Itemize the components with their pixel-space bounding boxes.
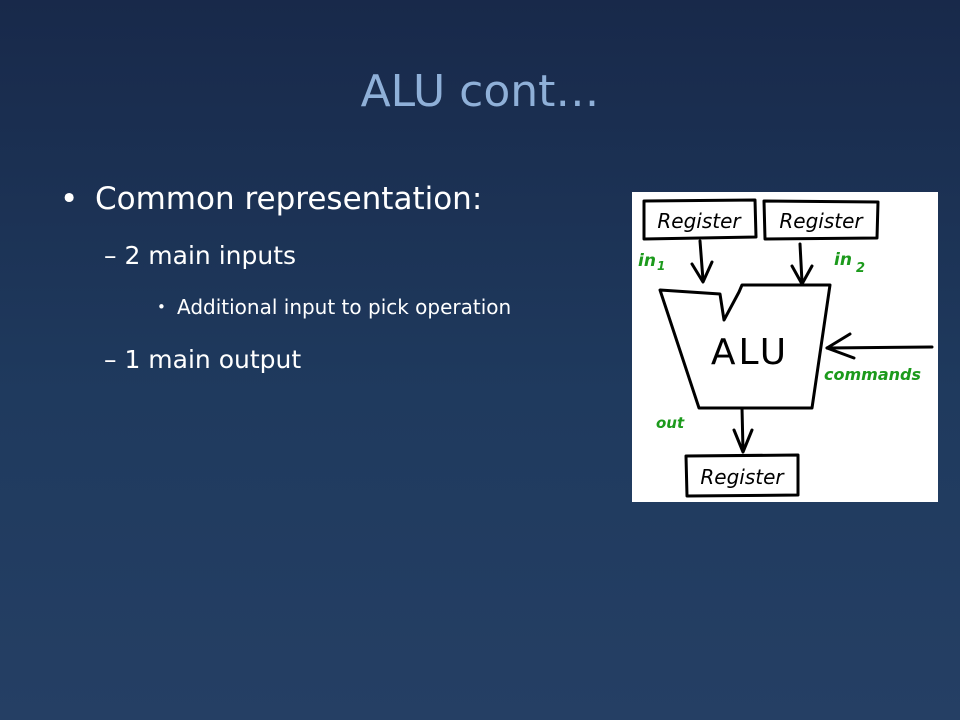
arrow-in1-icon bbox=[698, 239, 705, 282]
register-label-top-left: Register bbox=[657, 209, 742, 233]
register-label-top-right: Register bbox=[779, 209, 864, 233]
in1-subscript: 1 bbox=[657, 259, 665, 273]
dash-marker: – bbox=[104, 345, 117, 374]
alu-shape bbox=[658, 283, 832, 410]
alu-label: ALU bbox=[711, 332, 789, 373]
bullet-text: 2 main inputs bbox=[124, 241, 297, 270]
alu-diagram-svg: Register Register Register ALU in 1 in 2… bbox=[638, 198, 934, 498]
bullet-dot-icon: • bbox=[60, 181, 79, 217]
arrow-commands-icon bbox=[825, 345, 934, 350]
in2-label: in bbox=[834, 250, 852, 270]
bullet-level2: – 2 main inputs bbox=[104, 236, 296, 276]
register-box-top-left bbox=[642, 198, 758, 241]
dash-marker: – bbox=[104, 241, 117, 270]
bullet-text: Additional input to pick operation bbox=[177, 295, 512, 319]
register-label-bottom: Register bbox=[700, 465, 785, 489]
arrow-out-icon bbox=[740, 406, 745, 452]
arrow-in2-icon bbox=[798, 242, 804, 284]
out-label: out bbox=[656, 414, 685, 432]
bullet-level2: – 1 main output bbox=[104, 340, 301, 380]
slide-title: ALU cont… bbox=[360, 66, 600, 117]
in1-label: in bbox=[638, 251, 656, 271]
in2-subscript: 2 bbox=[856, 261, 865, 276]
bullet-dot-icon: • bbox=[157, 298, 166, 316]
bullet-text: Common representation: bbox=[95, 181, 483, 217]
commands-label: commands bbox=[824, 365, 921, 384]
bullet-text: 1 main output bbox=[124, 345, 302, 374]
register-box-top-right bbox=[762, 199, 880, 241]
alu-diagram: Register Register Register ALU in 1 in 2… bbox=[632, 192, 938, 502]
register-box-bottom bbox=[684, 453, 800, 498]
